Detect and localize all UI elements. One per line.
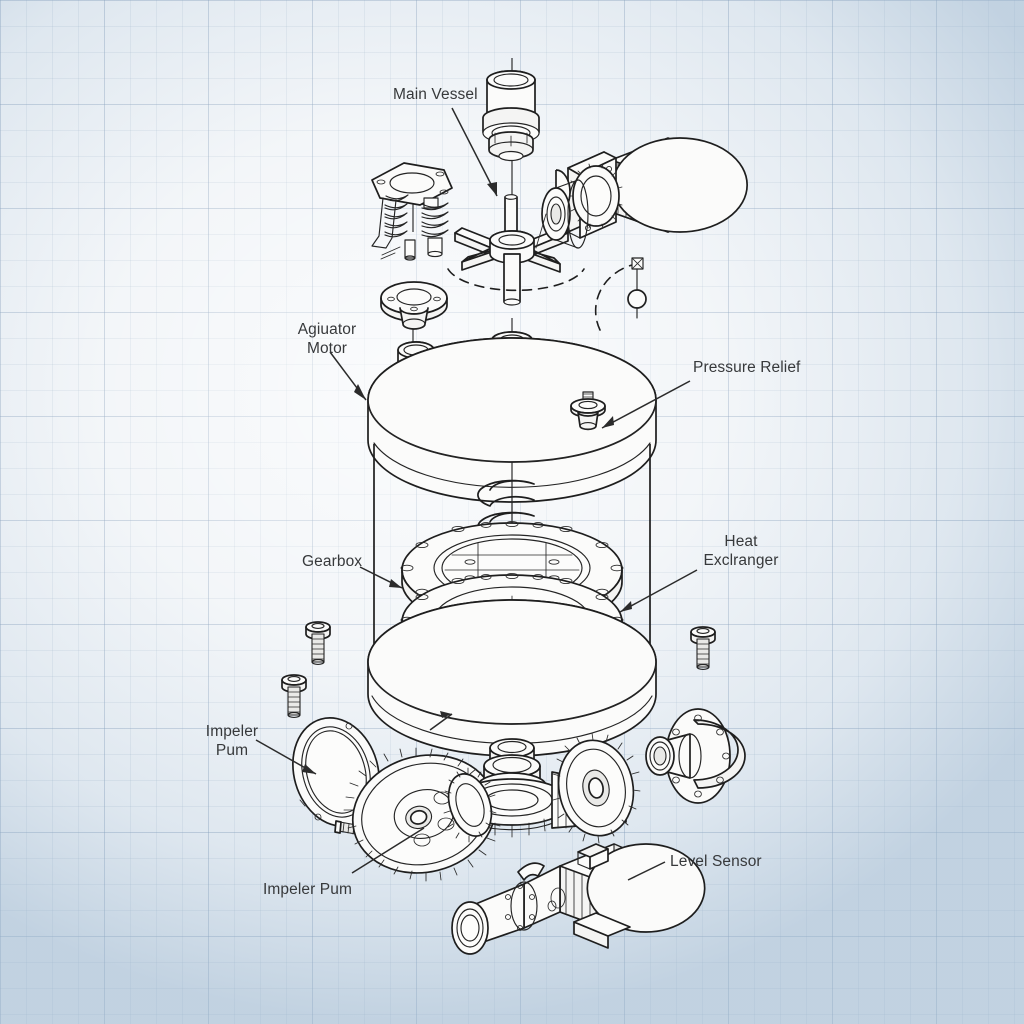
label-gearbox: Gearbox	[302, 553, 363, 570]
nozzle-flange-component	[380, 281, 448, 330]
label-impeller-pump-1: Impeler Pum	[205, 723, 259, 759]
small-spur-gear-component	[552, 732, 641, 844]
impeller-cross-component	[447, 194, 585, 306]
vessel-base-plate-component	[367, 599, 657, 757]
motor-gear	[568, 163, 623, 229]
pump-motor-component	[451, 843, 706, 955]
spring-damper-bracket-component	[371, 162, 453, 261]
top-coupling-component	[482, 70, 540, 162]
cap-screw-a-component	[305, 621, 331, 665]
leader-lines	[255, 107, 698, 881]
pressure-relief-valve-component	[570, 391, 606, 431]
cap-screw-b-component	[281, 674, 307, 718]
label-pressure-relief: Pressure Relief	[693, 359, 801, 376]
vessel-body-component	[373, 444, 651, 662]
cap-screw-c-component	[690, 626, 716, 670]
label-impeller-pump-2: Impeler Pum	[263, 881, 352, 898]
outlet-flange-hub-component	[645, 708, 746, 804]
drive-motor-component	[535, 137, 748, 249]
label-heat-exchanger: Heat Exclranger	[703, 533, 779, 569]
label-agitator-motor: Agiuator Motor	[297, 321, 357, 357]
label-level-sensor: Level Sensor	[670, 853, 762, 870]
label-main-vessel: Main Vessel	[393, 86, 478, 103]
pendulum-level-sensor-component	[594, 257, 647, 331]
